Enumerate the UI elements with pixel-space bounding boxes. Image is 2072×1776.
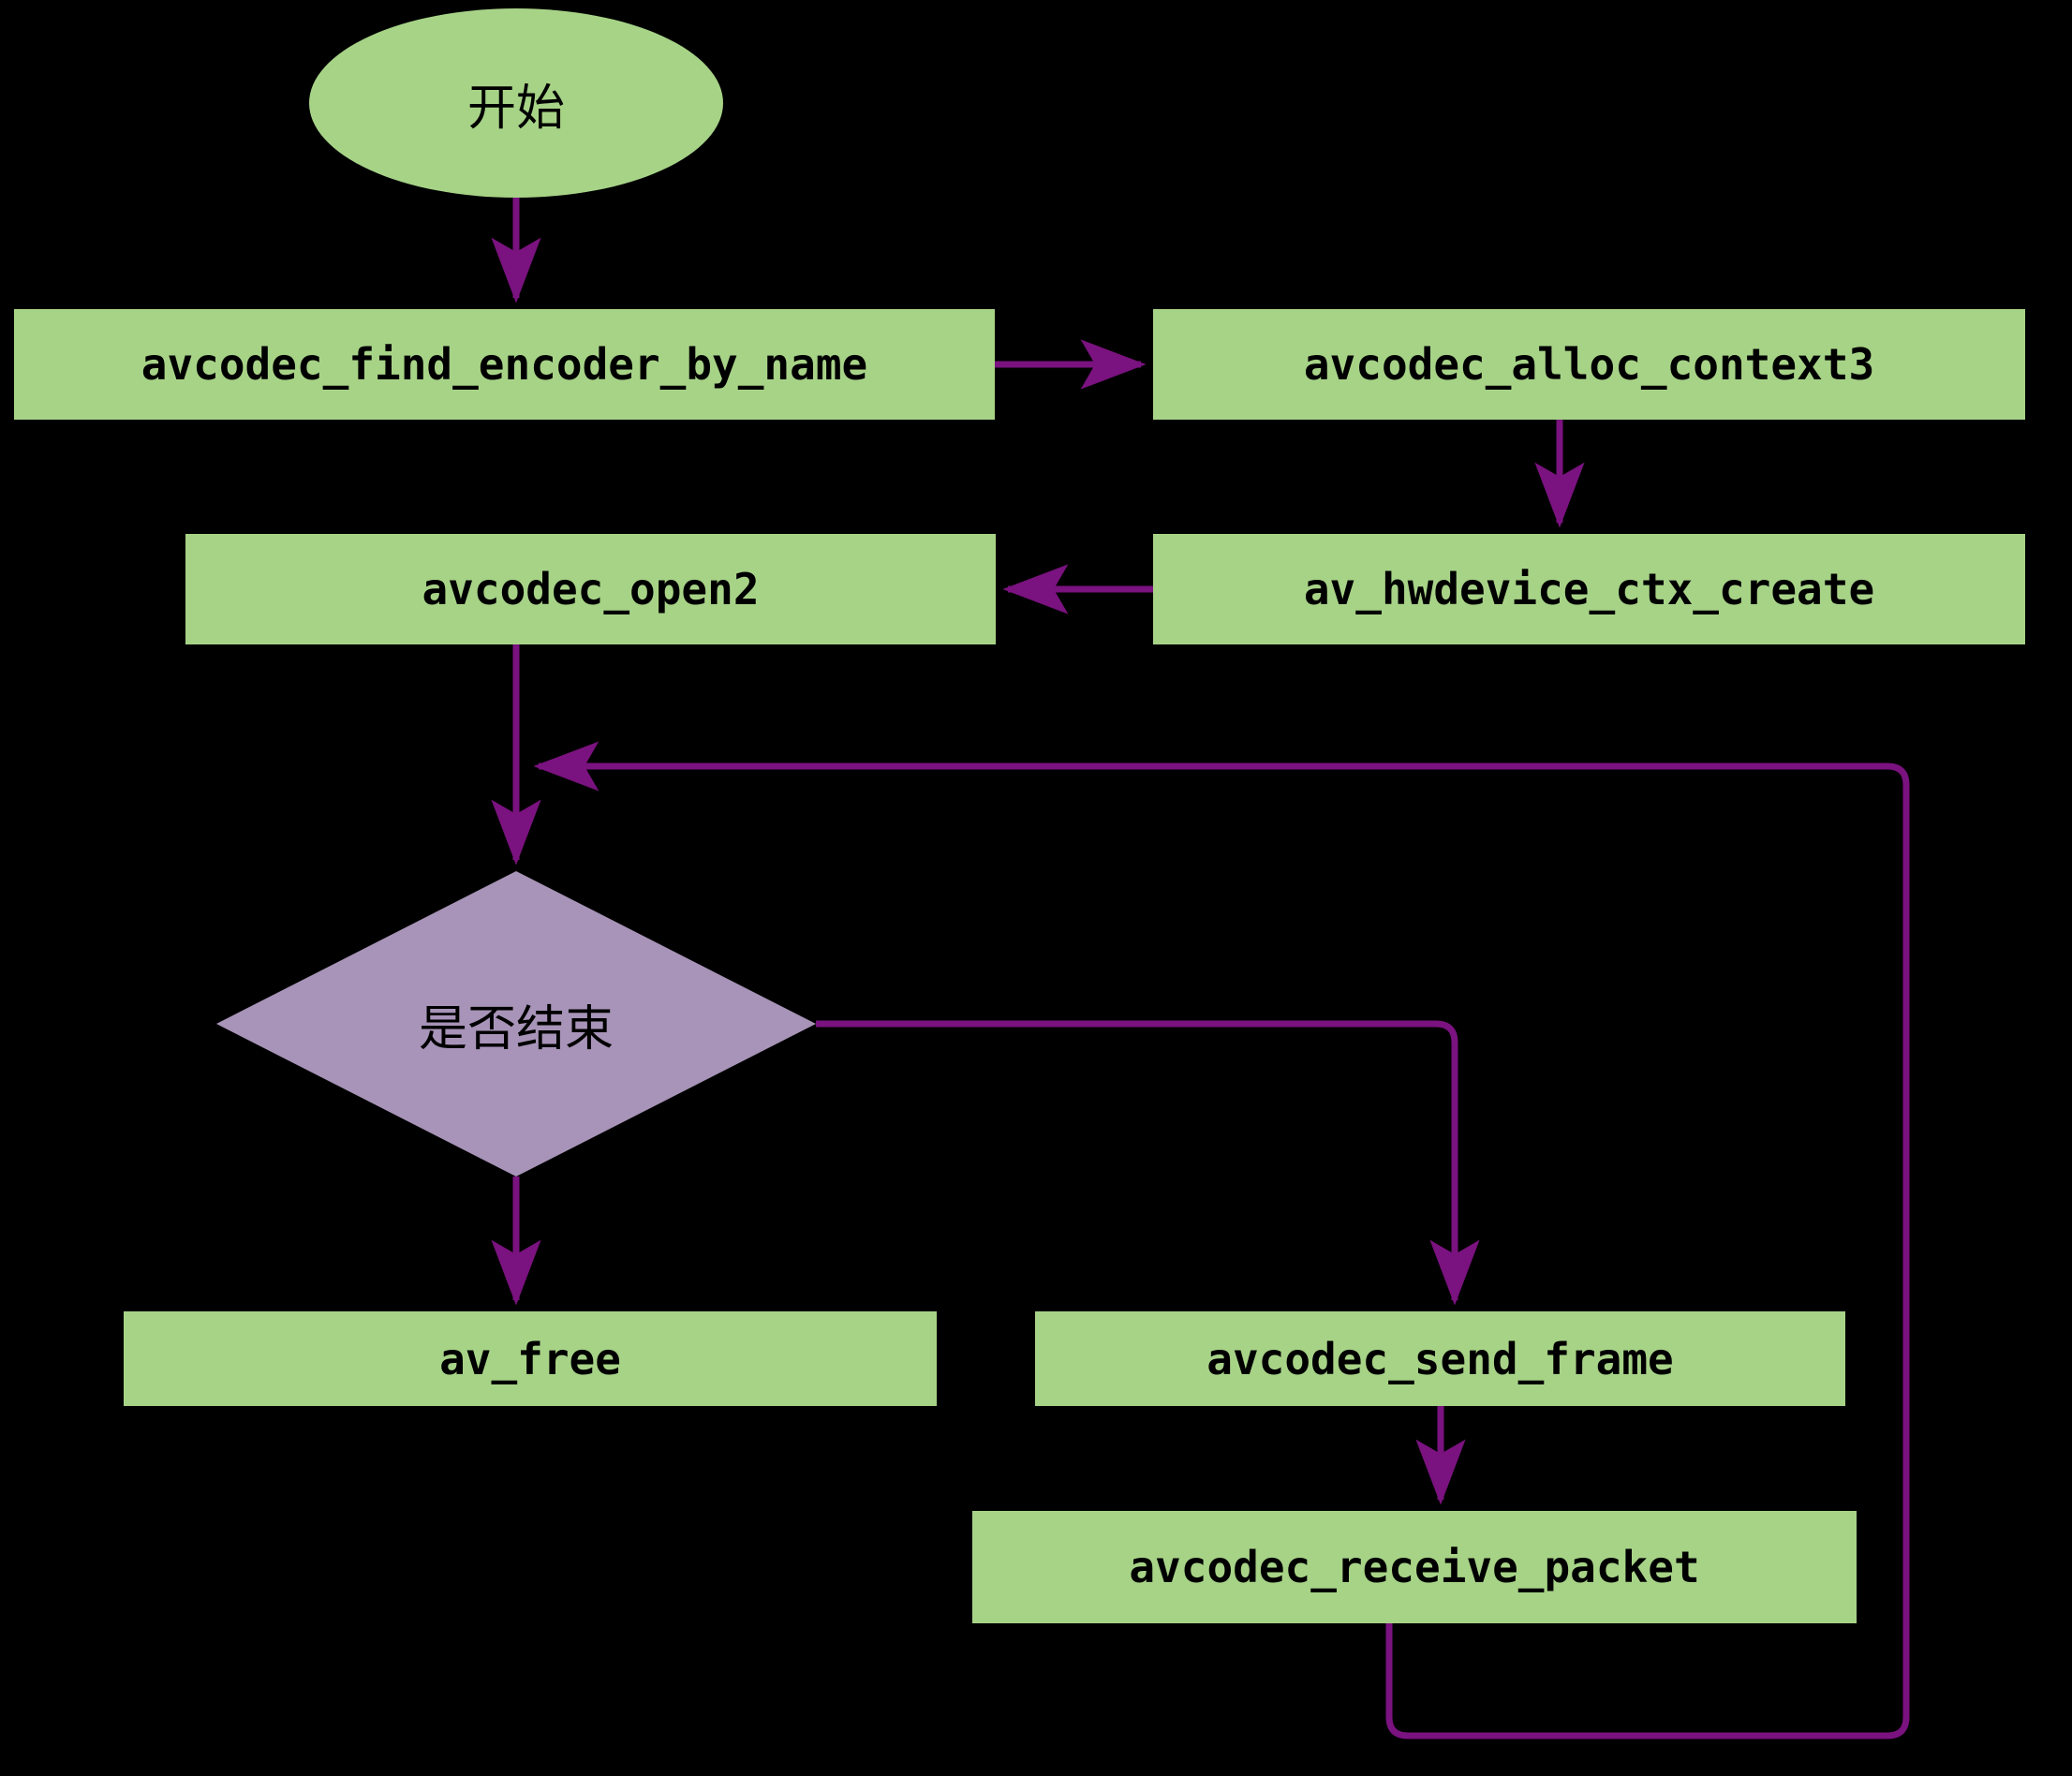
node-is-finished-shape [216,871,816,1177]
node-alloc-context-shape [1153,309,2025,420]
node-start-shape [309,8,723,198]
node-av-free-shape [124,1311,937,1406]
node-open2-shape [185,534,996,644]
edge-is-finished-send-frame [816,1020,1480,1306]
edge-receive-packet-loopback [533,741,1910,1739]
node-receive-packet-shape [972,1511,1857,1623]
node-find-encoder-shape [14,309,995,420]
node-hwdevice-ctx-create-shape [1153,534,2025,644]
node-send-frame-shape [1035,1311,1845,1406]
